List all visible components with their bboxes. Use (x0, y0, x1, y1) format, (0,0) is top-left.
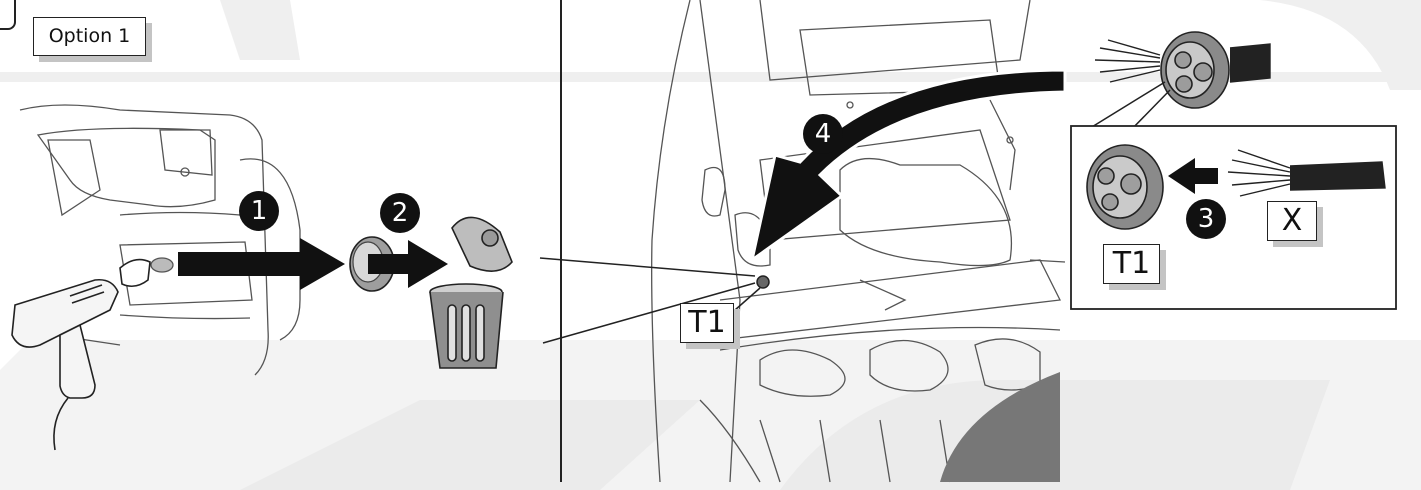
t1-label-vehicle: T1 (680, 303, 734, 343)
trash-bin-icon (429, 216, 513, 369)
heat-gun-icon (11, 258, 151, 451)
t1-leader-line (734, 287, 761, 311)
pointer-line-lower (542, 282, 756, 344)
step-1-arrow (178, 238, 345, 290)
inset-wire-bundle-icon (1227, 149, 1386, 197)
step-3-arrow (1168, 158, 1218, 194)
t1-hole-marker (756, 275, 770, 289)
step-4-arrow (749, 68, 1067, 264)
t1-label-inset: T1 (1103, 244, 1160, 284)
step-1-badge: 1 (239, 191, 279, 231)
pointer-line-upper (539, 257, 756, 277)
corner-mark (0, 0, 16, 30)
step-2-arrow (368, 240, 448, 288)
step-3-badge: 3 (1186, 199, 1226, 239)
step-4-badge: 4 (803, 114, 843, 154)
trunk-sketch (651, 0, 1066, 483)
detail-leader-left (1086, 81, 1166, 131)
inset-grommet-icon (1086, 144, 1164, 230)
step-2-badge: 2 (380, 193, 420, 233)
option-label: Option 1 (33, 17, 146, 56)
wire-bundle-icon (1094, 39, 1271, 83)
x-label-inset: X (1267, 201, 1317, 241)
trunk-floor-shade (940, 372, 1060, 482)
body-panel-sketch (19, 104, 301, 376)
grommet-with-cable-icon (1160, 31, 1230, 109)
